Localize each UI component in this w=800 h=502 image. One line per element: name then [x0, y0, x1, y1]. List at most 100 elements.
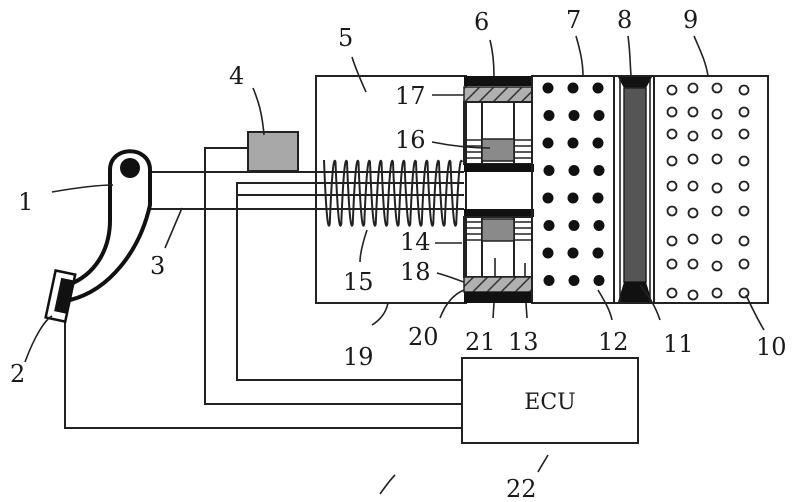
- hollow-bubble: [711, 128, 723, 140]
- separator-piston-8: [613, 75, 655, 304]
- label-12: 12: [598, 328, 629, 356]
- hollow-bubble: [738, 128, 750, 140]
- filled-particle: [592, 247, 604, 259]
- hollow-bubble: [711, 108, 723, 120]
- hollow-bubble: [738, 180, 750, 192]
- brake-pedal-1: [65, 149, 152, 303]
- pedal-pivot: [120, 158, 140, 178]
- fluid-chamber-7: [531, 75, 615, 304]
- hollow-bubble: [666, 287, 678, 299]
- filled-particle: [543, 275, 555, 286]
- piston-cap-bottom: [618, 282, 652, 302]
- hollow-bubble: [687, 289, 699, 301]
- label-17: 17: [395, 82, 426, 110]
- hollow-bubble: [711, 260, 723, 272]
- spring-15: [323, 159, 463, 227]
- hollow-bubble: [687, 207, 699, 219]
- hollow-bubble: [687, 130, 699, 142]
- hollow-bubble: [666, 235, 678, 247]
- piston-assembly-6: [463, 76, 534, 303]
- hollow-bubble: [738, 84, 750, 96]
- pedal-sensor-2: [44, 269, 77, 324]
- filled-particle: [593, 110, 605, 121]
- label-15: 15: [343, 268, 374, 296]
- hollow-bubble: [666, 128, 678, 140]
- wire-coil-to-ecu: [236, 182, 464, 381]
- label-11: 11: [663, 330, 694, 358]
- gas-chamber-9: [653, 75, 769, 304]
- filled-particle: [568, 275, 580, 286]
- signal-wires: [64, 147, 464, 429]
- filled-particle: [592, 192, 604, 204]
- hollow-bubble: [666, 258, 678, 270]
- housing-5: [315, 75, 467, 304]
- hollow-bubble: [687, 106, 699, 118]
- label-8: 8: [617, 6, 632, 34]
- label-13: 13: [508, 328, 539, 356]
- hollow-bubble: [687, 180, 699, 192]
- label-14: 14: [400, 228, 431, 256]
- hollow-bubble: [666, 180, 678, 192]
- particles-12: [542, 82, 605, 286]
- label-1: 1: [18, 188, 33, 216]
- piston-cap-top: [618, 77, 652, 88]
- gas-bubbles-10: [666, 82, 750, 301]
- lower-iron-plate: [464, 209, 534, 217]
- hollow-bubble: [666, 84, 678, 96]
- label-4: 4: [229, 62, 244, 90]
- filled-particle: [567, 82, 579, 94]
- filled-particle: [543, 110, 555, 121]
- hollow-bubble: [687, 153, 699, 165]
- magnet-lower: [481, 218, 515, 242]
- filled-particle: [593, 220, 605, 231]
- label-5: 5: [338, 24, 353, 52]
- hatched-seal-17: [463, 86, 533, 103]
- filled-particle: [568, 110, 580, 121]
- hollow-bubble: [738, 205, 750, 217]
- filled-particle: [542, 82, 554, 94]
- hollow-bubble: [711, 182, 723, 194]
- label-19: 19: [343, 343, 374, 371]
- filled-particle: [592, 137, 604, 149]
- hollow-bubble: [711, 82, 723, 94]
- label-3: 3: [150, 252, 165, 280]
- filled-particle: [567, 192, 579, 204]
- filled-particle: [568, 220, 580, 231]
- top-plate: [464, 76, 532, 86]
- magnet-16: [481, 138, 515, 162]
- hollow-bubble: [711, 287, 723, 299]
- label-22: 22: [506, 475, 537, 502]
- ecu-label: ECU: [524, 390, 575, 415]
- piston-body-11: [623, 87, 647, 283]
- hollow-bubble: [738, 258, 750, 270]
- hollow-bubble: [666, 155, 678, 167]
- hollow-bubble: [687, 258, 699, 270]
- part-number-labels: 1 2 3 4 5 6 7 8 9 10 11 12 13 14 15 16 1…: [10, 6, 787, 502]
- filled-particle: [567, 137, 579, 149]
- upper-iron-plate: [464, 164, 534, 172]
- filled-particle: [568, 165, 580, 176]
- wire-sensor-4-to-ecu: [204, 147, 462, 405]
- hatched-seal-18: [463, 276, 533, 293]
- coil-stack-upper: [464, 139, 532, 159]
- hollow-bubble: [711, 153, 723, 165]
- hollow-bubble: [687, 233, 699, 245]
- label-10: 10: [756, 333, 787, 361]
- filled-particle: [543, 165, 555, 176]
- wire-sensor-2-to-ecu: [64, 318, 462, 429]
- filled-particle: [593, 275, 605, 286]
- hollow-bubble: [666, 205, 678, 217]
- bottom-plate: [464, 292, 532, 303]
- label-16: 16: [395, 126, 426, 154]
- label-20: 20: [408, 323, 439, 351]
- filled-particle: [542, 247, 554, 259]
- hollow-bubble: [687, 82, 699, 94]
- label-9: 9: [683, 6, 698, 34]
- label-18: 18: [400, 258, 431, 286]
- label-6: 6: [474, 8, 489, 36]
- hollow-bubble: [666, 106, 678, 118]
- coil-stack-14: [464, 221, 532, 241]
- ecu-box-22: [461, 357, 639, 444]
- displacement-sensor-4: [247, 131, 299, 172]
